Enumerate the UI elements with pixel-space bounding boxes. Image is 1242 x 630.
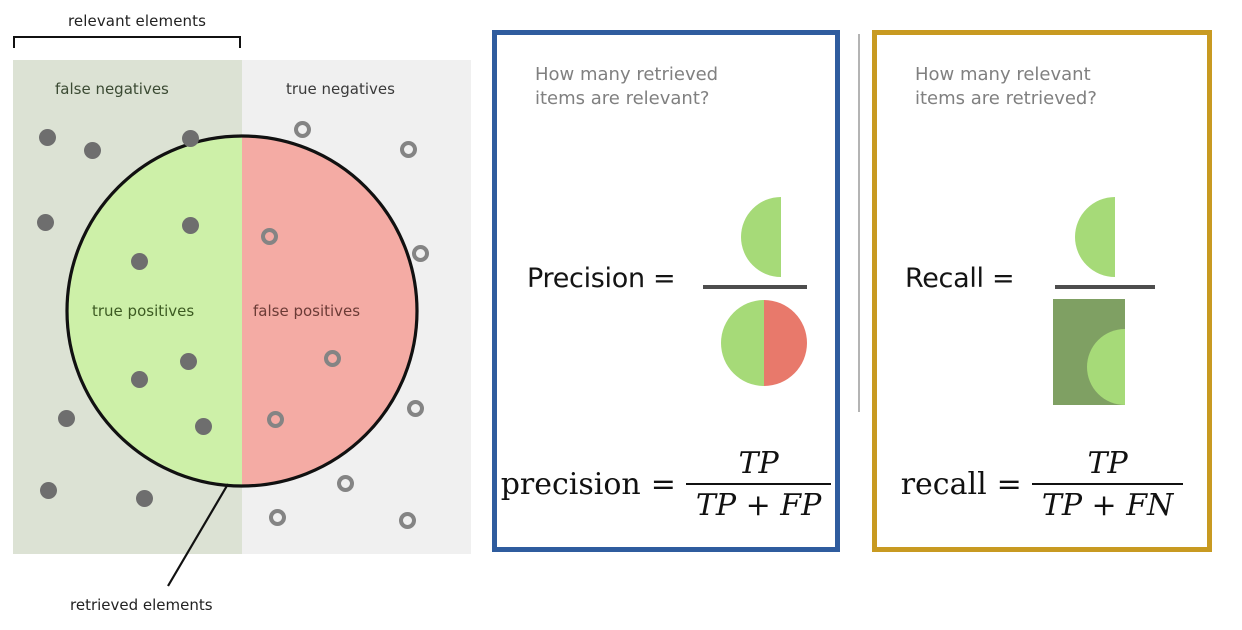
recall-fraction-bar bbox=[1055, 285, 1155, 289]
irrelevant-element-dot bbox=[324, 350, 341, 367]
relevant-element-dot bbox=[195, 418, 212, 435]
irrelevant-element-dot bbox=[412, 245, 429, 262]
recall-formula-equals: = bbox=[996, 467, 1022, 502]
relevant-elements-bracket bbox=[13, 36, 241, 48]
relevant-elements-label: relevant elements bbox=[67, 12, 207, 30]
irrelevant-element-dot bbox=[294, 121, 311, 138]
precision-question: How many retrieved items are relevant? bbox=[535, 64, 719, 109]
precision-formula-denominator: TP + FP bbox=[685, 483, 832, 523]
relevant-element-dot bbox=[40, 482, 57, 499]
relevant-element-dot bbox=[37, 214, 54, 231]
recall-formula-denominator: TP + FN bbox=[1031, 483, 1184, 523]
region-label-true-negatives: true negatives bbox=[286, 80, 395, 98]
relevant-element-dot bbox=[39, 129, 56, 146]
relevant-element-dot bbox=[131, 253, 148, 270]
recall-formula: recall = TP TP + FN bbox=[877, 446, 1207, 523]
precision-metric-word: Precision = bbox=[527, 263, 676, 294]
region-label-true-positives: true positives bbox=[92, 302, 195, 320]
retrieved-elements-circle bbox=[65, 134, 419, 587]
retrieved-elements-label: retrieved elements bbox=[70, 596, 213, 614]
precision-formula: precision = TP TP + FP bbox=[497, 446, 835, 523]
relevant-element-dot bbox=[136, 490, 153, 507]
recall-numerator-half-disc-icon bbox=[1075, 197, 1115, 277]
panel-divider bbox=[858, 34, 860, 412]
precision-numerator-half-disc-icon bbox=[741, 197, 781, 277]
recall-denominator-rect-half-disc-icon bbox=[1053, 299, 1125, 405]
relevant-element-dot bbox=[182, 130, 199, 147]
irrelevant-element-dot bbox=[267, 411, 284, 428]
recall-question: How many relevant items are retrieved? bbox=[915, 64, 1097, 109]
relevant-element-dot bbox=[84, 142, 101, 159]
precision-formula-name: precision bbox=[500, 467, 641, 502]
precision-panel: How many retrieved items are relevant? P… bbox=[492, 30, 840, 552]
relevant-element-dot bbox=[182, 217, 199, 234]
precision-fraction-bar bbox=[703, 285, 807, 289]
precision-formula-fraction: TP TP + FP bbox=[685, 446, 832, 523]
irrelevant-element-dot bbox=[407, 400, 424, 417]
recall-formula-fraction: TP TP + FN bbox=[1031, 446, 1184, 523]
irrelevant-element-dot bbox=[400, 141, 417, 158]
relevant-element-dot bbox=[180, 353, 197, 370]
relevant-element-dot bbox=[131, 371, 148, 388]
irrelevant-element-dot bbox=[261, 228, 278, 245]
irrelevant-element-dot bbox=[337, 475, 354, 492]
recall-formula-name: recall bbox=[900, 467, 987, 502]
region-label-false-negatives: false negatives bbox=[55, 80, 169, 98]
recall-formula-numerator: TP bbox=[1087, 446, 1128, 481]
region-label-false-positives: false positives bbox=[253, 302, 361, 320]
venn-diagram: relevant elements false negatives true n… bbox=[0, 0, 480, 630]
precision-formula-numerator: TP bbox=[738, 446, 779, 481]
recall-panel: How many relevant items are retrieved? R… bbox=[872, 30, 1212, 552]
irrelevant-element-dot bbox=[399, 512, 416, 529]
irrelevant-element-dot bbox=[269, 509, 286, 526]
precision-formula-equals: = bbox=[650, 467, 676, 502]
relevant-element-dot bbox=[58, 410, 75, 427]
recall-metric-word: Recall = bbox=[905, 263, 1015, 294]
precision-denominator-split-circle-icon bbox=[721, 300, 807, 386]
